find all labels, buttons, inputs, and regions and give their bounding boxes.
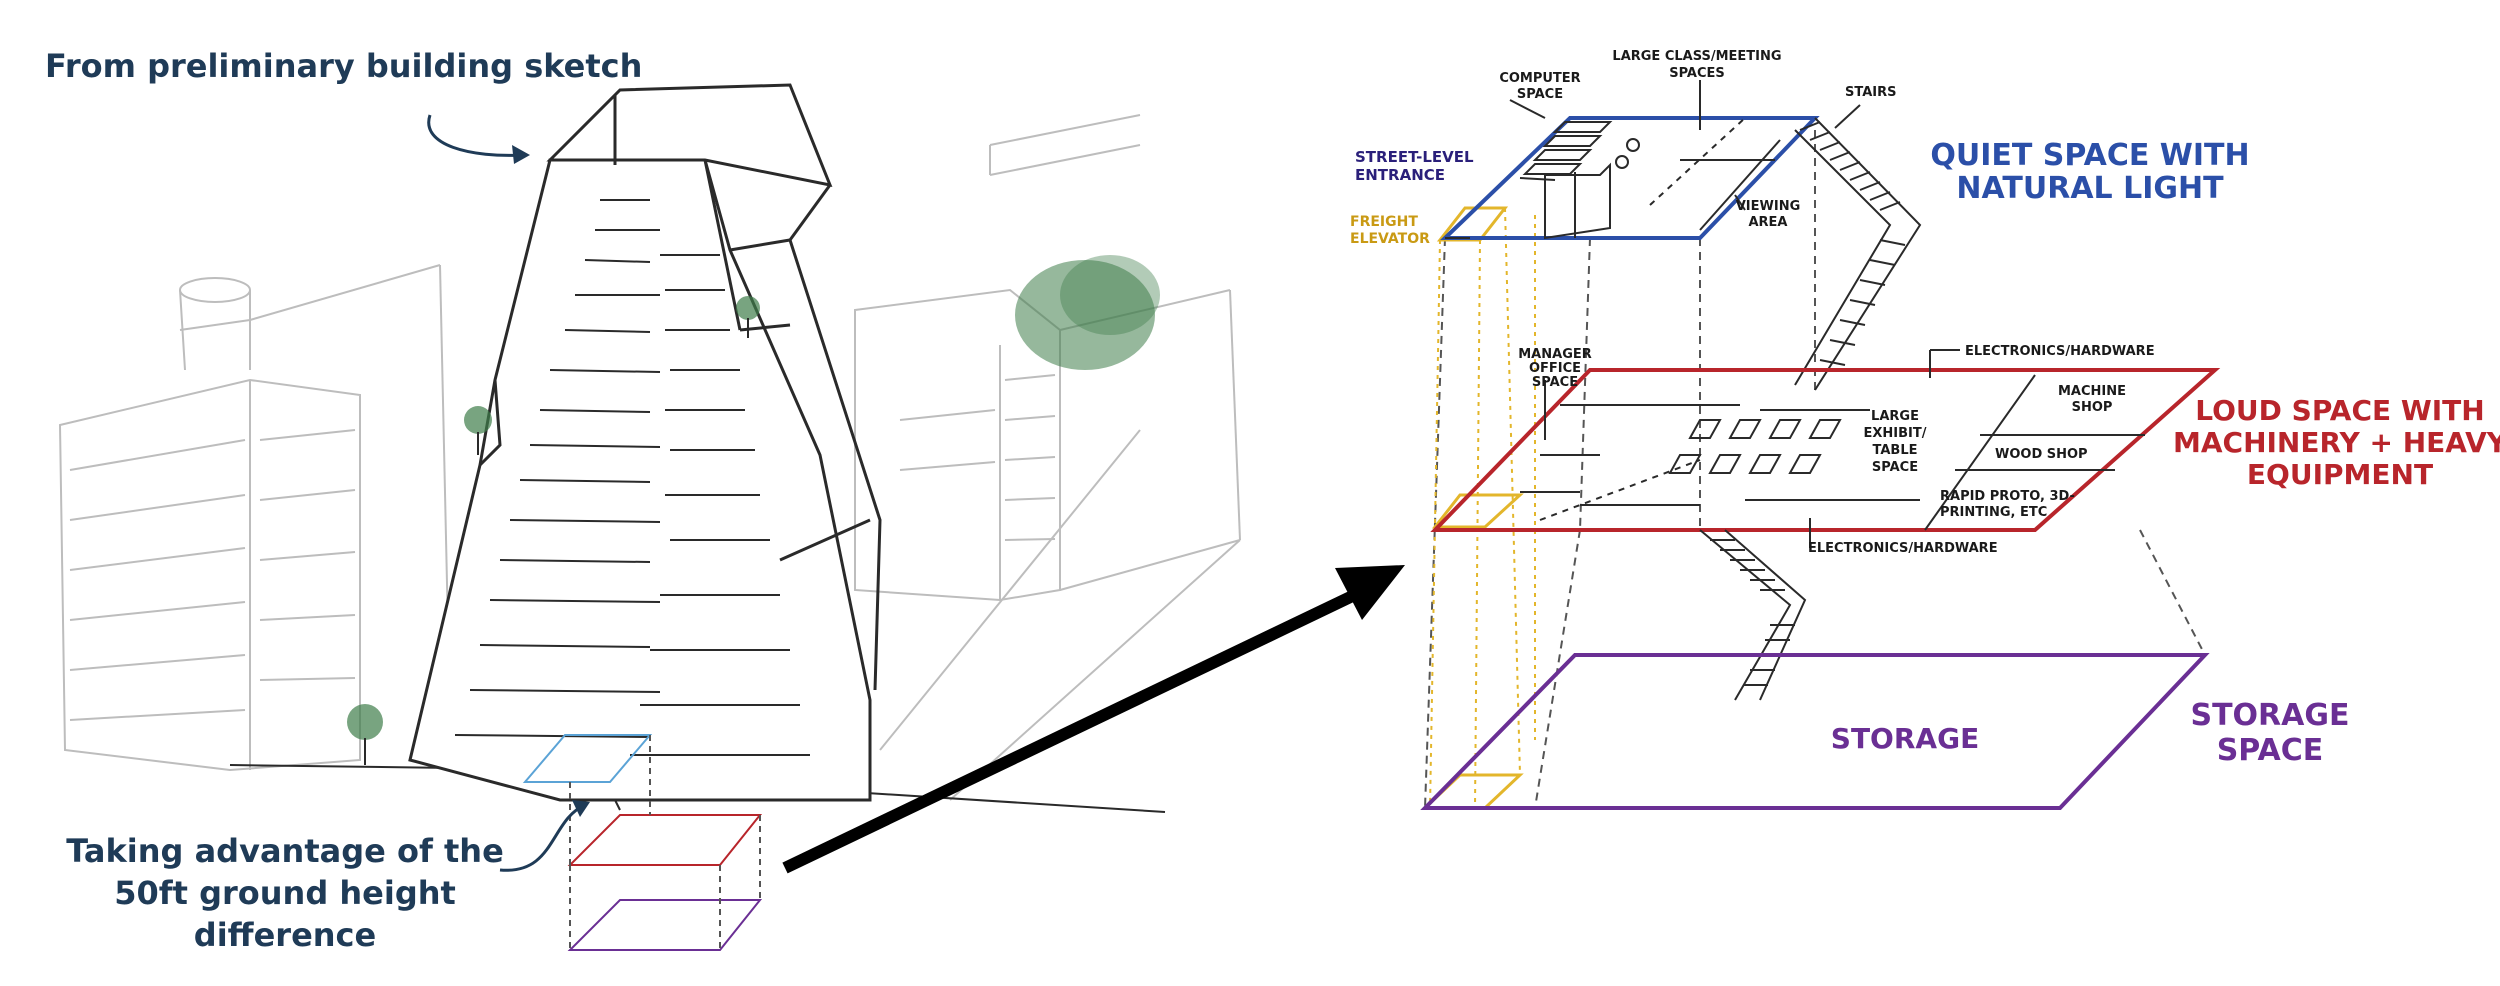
loud-room-labels: ELECTRONICS/HARDWARE MANAGER OFFICE SPAC… <box>1518 344 2154 556</box>
loud-heading-line: MACHINERY + HEAVY <box>2173 426 2500 459</box>
label-wood-shop: WOOD SHOP <box>1995 447 2088 462</box>
quiet-level-outline <box>1440 116 1820 240</box>
loud-heading-line: LOUD SPACE WITH <box>2195 394 2484 427</box>
tree-small-tower <box>736 296 760 338</box>
label-electronics-bottom: ELECTRONICS/HARDWARE <box>1808 541 1998 556</box>
tree-ground <box>347 704 383 765</box>
left-background-building <box>58 264 451 772</box>
entrance-label: STREET-LEVEL ENTRANCE <box>1355 148 1474 184</box>
ground-note-arrow <box>499 803 586 872</box>
quiet-heading-line: NATURAL LIGHT <box>1956 171 2224 206</box>
ground-note: Taking advantage of the 50ft ground heig… <box>60 830 510 956</box>
stairs-lower <box>1699 529 1807 701</box>
tree-small-left <box>464 406 492 455</box>
label-electronics-top: ELECTRONICS/HARDWARE <box>1965 344 2155 359</box>
label-machine-shop: SHOP <box>2072 400 2113 415</box>
storage-heading: STORAGE SPACE <box>2190 698 2349 768</box>
loud-heading: LOUD SPACE WITH MACHINERY + HEAVY EQUIPM… <box>2173 394 2500 491</box>
label-storage-room: STORAGE <box>1831 722 1979 755</box>
callout-arrows <box>1445 80 1960 548</box>
label-street-entrance: STREET-LEVEL <box>1355 148 1474 166</box>
storage-heading-line: STORAGE <box>2190 698 2349 733</box>
underground-levels <box>522 734 763 951</box>
storage-level-outline <box>1420 653 2210 810</box>
freight-label: FREIGHT ELEVATOR <box>1350 214 1430 247</box>
label-viewing-area: AREA <box>1748 215 1787 230</box>
label-machine-shop: MACHINE <box>2058 384 2126 399</box>
stairs-upper <box>1794 117 1922 391</box>
label-freight-elevator: FREIGHT <box>1350 214 1418 230</box>
vertical-guides <box>1424 130 2206 809</box>
label-computer-space: SPACE <box>1517 87 1563 102</box>
site-outline <box>522 734 653 783</box>
quiet-level <box>1440 116 1820 240</box>
label-stairs: STAIRS <box>1845 85 1897 100</box>
tower-floor-lines <box>454 199 810 756</box>
ground-note-line: Taking advantage of the <box>66 832 504 870</box>
entrance-core <box>1544 162 1611 240</box>
loud-heading-line: EQUIPMENT <box>2247 458 2433 491</box>
label-computer-space: COMPUTER <box>1499 71 1580 86</box>
label-rapid-proto: RAPID PROTO, 3D- <box>1940 489 2075 504</box>
label-exhibit-space: SPACE <box>1872 460 1918 475</box>
sketch-note-arrowhead <box>512 145 530 164</box>
computer-room-desks <box>1522 121 1640 175</box>
sketch-note-arrow <box>427 114 526 157</box>
label-street-entrance: ENTRANCE <box>1355 166 1445 184</box>
main-tower <box>408 83 882 802</box>
connector-arrow-line <box>782 584 1368 874</box>
ground-note-arrowhead <box>572 800 590 817</box>
quiet-interior-lines <box>1649 117 1781 231</box>
quiet-heading-line: QUIET SPACE WITH <box>1930 138 2249 173</box>
loud-level-outline <box>1430 368 2221 532</box>
loud-level <box>1430 368 2221 532</box>
label-exhibit-space: TABLE <box>1873 443 1918 458</box>
storage-heading-line: SPACE <box>2217 733 2324 768</box>
tree-right-large <box>1015 255 1160 370</box>
sketch-note: From preliminary building sketch <box>45 47 643 85</box>
label-viewing-area: VIEWING <box>1736 199 1801 214</box>
freight-elevator-shaft <box>1421 206 1536 810</box>
quiet-heading: QUIET SPACE WITH NATURAL LIGHT <box>1930 138 2249 206</box>
exhibit-tables <box>1668 419 1842 474</box>
loud-interior-lines <box>1520 374 2145 531</box>
label-rapid-proto: PRINTING, ETC <box>1940 505 2047 520</box>
label-exhibit-space: EXHIBIT/ <box>1864 426 1927 441</box>
underground-storage-level <box>567 899 763 951</box>
building-sketch <box>58 83 1241 951</box>
connector-arrowhead <box>1335 565 1405 620</box>
label-freight-elevator: ELEVATOR <box>1350 231 1430 247</box>
label-meeting-spaces: LARGE CLASS/MEETING <box>1612 49 1781 64</box>
label-exhibit-space: LARGE <box>1871 409 1919 424</box>
ground-note-line: difference <box>193 916 377 954</box>
label-manager-office: OFFICE <box>1529 361 1581 376</box>
label-meeting-spaces: SPACES <box>1669 66 1725 81</box>
quiet-room-labels: COMPUTER SPACE LARGE CLASS/MEETING SPACE… <box>1499 49 1896 230</box>
label-manager-office: SPACE <box>1532 375 1578 390</box>
ground-note-line: 50ft ground height <box>114 874 456 912</box>
label-manager-office: MANAGER <box>1518 347 1592 362</box>
